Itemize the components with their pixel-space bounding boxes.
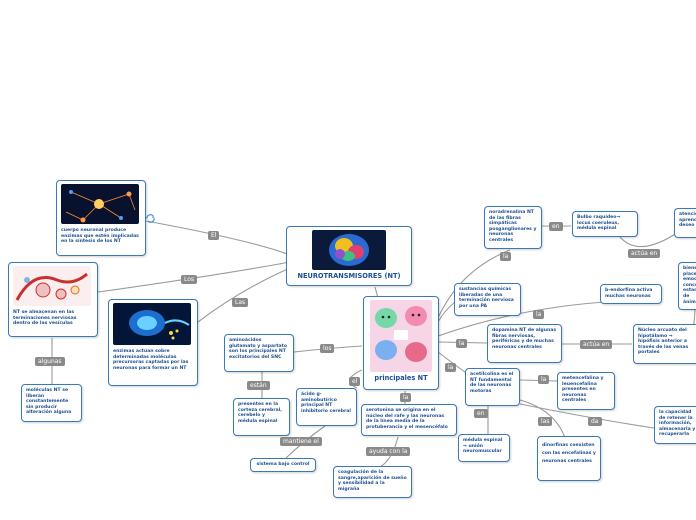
- node-cuerpo-text: cuerpo neuronal produce enzimas que esté…: [61, 228, 139, 245]
- node-coagulacion[interactable]: coagulación de la sangre,aparición de su…: [333, 466, 412, 498]
- node-serotonina[interactable]: serotonina se origina en el núcleo del r…: [361, 404, 457, 436]
- node-dopamina[interactable]: dopamina NT de algunas fibras nerviosas,…: [487, 324, 562, 363]
- brain-characters-image: [370, 300, 432, 372]
- node-presentes[interactable]: presentes en la corteza cerebral, cerebe…: [233, 398, 290, 436]
- node-almacenan[interactable]: NT se almacenan en las terminaciones ner…: [8, 262, 98, 337]
- edge-center-cuerpo: [145, 220, 291, 256]
- node-metencefalina-text: metencefalina y leuencefalina presentes …: [562, 376, 604, 404]
- node-cuerpo-neuronal[interactable]: cuerpo neuronal produce enzimas que esté…: [56, 180, 146, 256]
- link-label-estan[interactable]: están: [247, 381, 270, 390]
- node-gaba-text: ácido g-aminobutírico principal NT inhib…: [301, 392, 351, 414]
- node-capacidad[interactable]: la capacidad de retener la información, …: [654, 406, 696, 444]
- node-sustancias-text: sustancias químicas liberadas de una ter…: [459, 287, 514, 309]
- node-medula[interactable]: médula espinal → unión neuromuscular: [458, 434, 510, 462]
- link-label-la-ben[interactable]: la: [533, 310, 545, 319]
- node-medula-text: médula espinal → unión neuromuscular: [463, 438, 503, 455]
- node-atencion-text: atención, aprendizaje, deseo: [679, 212, 696, 229]
- node-nucleo[interactable]: Núcleo arcuato del hipotálamo → hipófisi…: [633, 324, 696, 364]
- node-presentes-text: presentes en la corteza cerebral, cerebe…: [238, 402, 283, 424]
- node-capacidad-text: la capacidad de retener la información, …: [659, 410, 696, 438]
- link-label-mantiene[interactable]: mantiene el: [280, 437, 322, 446]
- node-dopamina-text: dopamina NT de algunas fibras nerviosas,…: [492, 328, 557, 350]
- link-label-la-sero[interactable]: la: [400, 393, 412, 402]
- node-moleculas-text: moléculas NT se liberan constantemente s…: [26, 388, 72, 416]
- link-label-la-dop[interactable]: la: [456, 339, 468, 348]
- link-label-la-ace[interactable]: la: [445, 363, 457, 372]
- link-label-actua-en-1[interactable]: actúa en: [628, 249, 661, 258]
- link-label-ayuda[interactable]: ayuda con la: [366, 447, 411, 456]
- sync-icon[interactable]: [146, 214, 155, 223]
- node-nucleo-text: Núcleo arcuato del hipotálamo → hipófisi…: [638, 328, 689, 356]
- neuron-network-image: [61, 184, 139, 224]
- node-gaba[interactable]: ácido g-aminobutírico principal NT inhib…: [296, 388, 357, 426]
- edge-main-sustancias: [437, 301, 456, 323]
- edge-main-noradrenalina: [437, 249, 511, 319]
- link-label-los[interactable]: Los: [181, 275, 198, 284]
- brain-head-image: [312, 230, 386, 270]
- node-bulbo-text: Bulbo raquídeo→ locus coeruleus, médula …: [577, 215, 621, 232]
- link-label-la-met[interactable]: la: [538, 375, 550, 384]
- node-dinorfinas[interactable]: dinorfinas coexisten con las encefalinas…: [537, 436, 601, 481]
- node-coagulacion-text: coagulación de la sangre,aparición de su…: [338, 470, 407, 492]
- node-aminoacidos-text: aminoácidos glutamato y aspartato son lo…: [229, 338, 287, 360]
- main-topic-node[interactable]: principales NT: [363, 296, 439, 390]
- node-bienestar[interactable]: bienestar, placer, emoción, concentració…: [678, 262, 696, 310]
- node-aminoacidos[interactable]: aminoácidos glutamato y aspartato son lo…: [224, 334, 294, 372]
- node-noradrenalina[interactable]: noradrenalina NT de las fibras simpática…: [484, 206, 542, 249]
- node-sistema-text: sistema bajo control: [256, 462, 310, 467]
- central-topic-node[interactable]: NEUROTRANSMISORES (NT): [286, 226, 412, 286]
- link-label-el[interactable]: El: [208, 231, 220, 240]
- link-label-actua-en-2[interactable]: actúa en: [580, 340, 613, 349]
- node-acetilcolina[interactable]: acetilcolina es el NT fundamental de las…: [465, 368, 520, 406]
- node-metencefalina[interactable]: metencefalina y leuencefalina presentes …: [557, 372, 615, 410]
- link-label-algunas[interactable]: algunas: [35, 357, 65, 366]
- node-bendorfina-text: b-endorfina activa muchas neuronas: [605, 288, 653, 299]
- link-label-las[interactable]: Las: [232, 298, 249, 307]
- node-sustancias[interactable]: sustancias químicas liberadas de una ter…: [454, 283, 521, 316]
- node-almacenan-text: NT se almacenan en las terminaciones ner…: [13, 310, 77, 327]
- link-label-en-ace[interactable]: en: [474, 409, 488, 418]
- link-label-da[interactable]: da: [588, 417, 602, 426]
- link-label-el-gaba[interactable]: el: [349, 377, 361, 386]
- node-bendorfina[interactable]: b-endorfina activa muchas neuronas: [600, 284, 662, 304]
- edge-center-almacenan: [97, 261, 291, 293]
- synaptic-vesicle-image: [13, 266, 91, 306]
- main-topic-title: principales NT: [374, 374, 428, 382]
- node-acetilcolina-text: acetilcolina es el NT fundamental de las…: [470, 372, 514, 394]
- node-atencion[interactable]: atención, aprendizaje, deseo: [674, 208, 696, 238]
- link-label-los-amino[interactable]: los: [320, 344, 335, 353]
- central-topic-title: NEUROTRANSMISORES (NT): [297, 272, 401, 280]
- edge-sero-coagulacion: [379, 436, 399, 468]
- link-label-las-din[interactable]: las: [538, 417, 553, 426]
- edge-ace-dinorfinas: [519, 399, 566, 439]
- node-enzimas-text: enzimas actúan sobre determinadas molécu…: [113, 349, 189, 371]
- node-sistema[interactable]: sistema bajo control: [250, 458, 316, 472]
- link-label-la-nor[interactable]: la: [500, 252, 512, 261]
- node-dinorfinas-text: dinorfinas coexisten con las encefalinas…: [542, 443, 596, 464]
- node-serotonina-text: serotonina se origina en el núcleo del r…: [366, 408, 448, 430]
- node-noradrenalina-text: noradrenalina NT de las fibras simpática…: [489, 210, 537, 243]
- node-bulbo[interactable]: Bulbo raquídeo→ locus coeruleus, médula …: [572, 211, 638, 237]
- synapse-image: [113, 303, 191, 345]
- node-bienestar-text: bienestar, placer, emoción, concentració…: [683, 266, 696, 305]
- edge-center-enzimas: [197, 267, 291, 323]
- node-enzimas[interactable]: enzimas actúan sobre determinadas molécu…: [108, 299, 198, 386]
- link-label-en-nor[interactable]: en: [549, 222, 563, 231]
- node-moleculas[interactable]: moléculas NT se liberan constantemente s…: [21, 384, 82, 422]
